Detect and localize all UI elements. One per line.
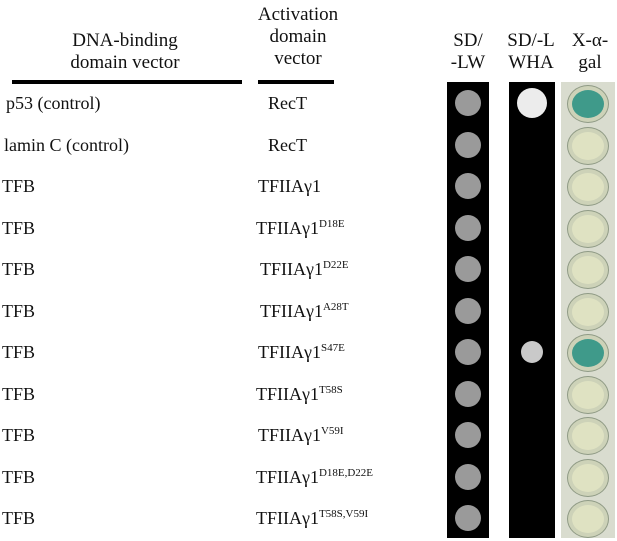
x-gal-well (567, 334, 609, 372)
binding-domain-label: TFB (2, 342, 36, 362)
sd-lw-colony (455, 173, 481, 199)
activation-domain-label: TFIIAγ1A28T (260, 300, 349, 322)
header-activation-line3: vector (274, 48, 322, 69)
activation-domain-name: TFIIAγ1 (256, 466, 319, 487)
x-gal-well (567, 417, 609, 455)
activation-domain-name: TFIIAγ1 (260, 300, 323, 321)
x-gal-well (567, 209, 609, 248)
activation-domain-name: TFIIAγ1 (260, 259, 323, 279)
header-x-gal-line2: gal (578, 52, 602, 73)
binding-domain-label: TFB (2, 300, 36, 321)
sd-lw-colony (455, 256, 481, 282)
activation-domain-label: TFIIAγ1V59I (258, 424, 344, 446)
mutation-superscript: S47E (320, 342, 345, 354)
activation-domain-label: TFIIAγ1T58S,V59I (256, 507, 368, 529)
header-binding-line1: DNA-binding (72, 30, 178, 51)
activation-domain-name: TFIIAγ1 (258, 425, 321, 445)
activation-domain-name: TFIIAγ1 (258, 342, 321, 362)
header-x-gal: X-α- gal (560, 30, 617, 74)
x-gal-well (567, 126, 609, 165)
mutation-superscript: D18E (318, 217, 345, 230)
activation-domain-label: TFIIAγ1D22E (260, 258, 349, 280)
header-sd-lw: SD/ -LW (436, 30, 500, 74)
x-gal-well (567, 168, 609, 206)
binding-domain-label: TFB (2, 259, 36, 279)
x-gal-well (567, 500, 609, 538)
activation-domain-label: TFIIAγ1T58S (256, 383, 343, 405)
binding-domain-label: TFB (2, 508, 36, 528)
header-activation-vector: Activation domain vector (238, 4, 358, 70)
sd-lw-colony (455, 380, 481, 407)
x-gal-stain (572, 380, 604, 409)
header-sd-lwha: SD/-L WHA (496, 30, 566, 74)
header-binding-vector: DNA-binding domain vector (20, 30, 230, 74)
activation-domain-name: RecT (268, 93, 307, 113)
x-gal-stain (572, 422, 604, 450)
activation-domain-label: TFIIAγ1 (258, 175, 321, 197)
sd-lw-colony (455, 463, 481, 490)
binding-domain-label: lamin C (control) (4, 134, 129, 155)
x-gal-stain (572, 297, 604, 326)
x-gal-well (567, 85, 609, 123)
activation-domain-name: RecT (268, 134, 307, 155)
activation-domain-name: TFIIAγ1 (258, 176, 321, 196)
sd-lwha-colony (517, 88, 547, 118)
header-rule-binding (12, 80, 242, 84)
x-gal-well (567, 375, 609, 414)
x-gal-stain (572, 90, 604, 118)
activation-domain-name: TFIIAγ1 (256, 508, 319, 528)
mutation-superscript: T58S (318, 383, 343, 396)
sd-lw-colony (455, 90, 481, 116)
mutation-superscript: A28T (322, 300, 349, 313)
sd-lw-colony (455, 505, 481, 531)
header-sd-lwha-line2: WHA (508, 52, 554, 73)
binding-domain-label: TFB (2, 466, 36, 487)
binding-domain-label: TFB (2, 425, 36, 445)
sd-lw-colony (455, 214, 481, 241)
x-gal-stain (572, 131, 604, 160)
sd-lw-colony (455, 422, 481, 448)
binding-domain-label: TFB (2, 217, 36, 238)
header-x-gal-line1: X-α- (571, 30, 609, 51)
sd-lw-colony (455, 297, 481, 324)
activation-domain-name: TFIIAγ1 (256, 217, 319, 238)
activation-domain-name: TFIIAγ1 (256, 383, 319, 404)
x-gal-well (567, 251, 609, 289)
activation-domain-label: TFIIAγ1S47E (258, 341, 345, 363)
header-activation-line2: domain (269, 26, 327, 47)
sd-lw-colony (455, 131, 481, 158)
x-gal-well (567, 292, 609, 331)
header-rule-activation (258, 80, 334, 84)
activation-domain-label: TFIIAγ1D18E (256, 217, 345, 239)
header-sd-lw-line2: -LW (450, 52, 486, 73)
x-gal-stain (572, 214, 604, 243)
x-gal-stain (572, 256, 604, 284)
x-gal-well (567, 458, 609, 497)
binding-domain-label: p53 (control) (6, 93, 101, 113)
x-gal-stain (572, 339, 604, 367)
binding-domain-label: TFB (2, 383, 36, 404)
header-activation-line1: Activation (257, 4, 339, 25)
binding-domain-label: TFB (2, 176, 36, 196)
sd-lwha-plate-strip (509, 82, 555, 538)
header-sd-lw-line1: SD/ (453, 30, 483, 51)
mutation-superscript: D22E (322, 259, 349, 271)
x-gal-stain (572, 505, 604, 533)
mutation-superscript: V59I (320, 425, 344, 437)
activation-domain-label: TFIIAγ1D18E,D22E (256, 466, 373, 488)
mutation-superscript: D18E,D22E (318, 466, 374, 479)
activation-domain-label: RecT (268, 92, 307, 114)
sd-lwha-colony (521, 341, 543, 363)
header-sd-lwha-line1: SD/-L (507, 30, 555, 51)
x-gal-stain (572, 173, 604, 201)
mutation-superscript: T58S,V59I (318, 508, 369, 520)
activation-domain-label: RecT (268, 134, 307, 156)
sd-lw-colony (455, 339, 481, 365)
x-gal-stain (572, 463, 604, 492)
header-binding-line2: domain vector (70, 52, 180, 73)
